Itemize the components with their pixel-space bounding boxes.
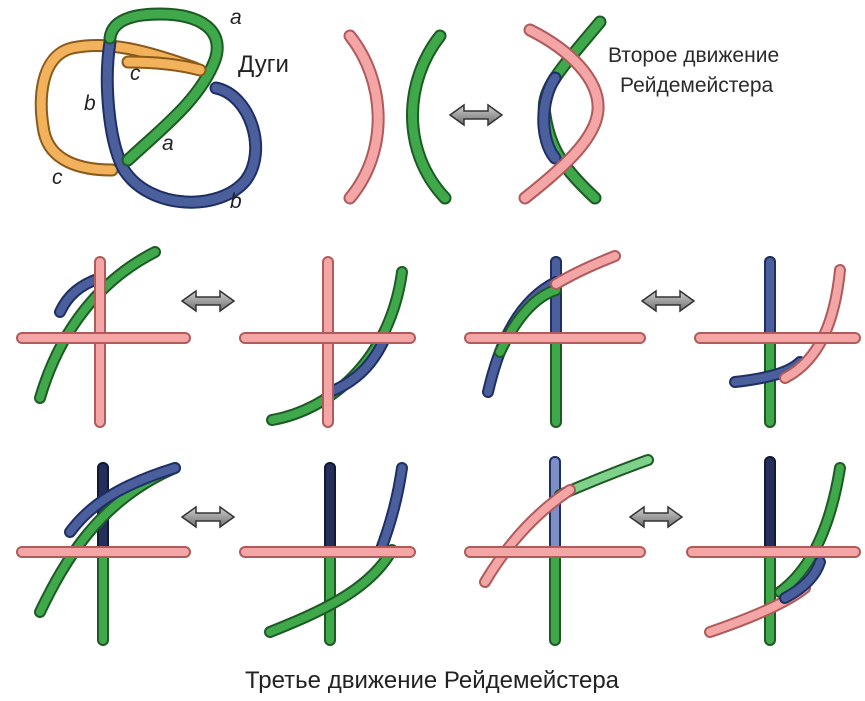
label-arcs: Дуги — [238, 51, 289, 78]
label-b-left: b — [84, 92, 96, 115]
double-arrow-icon — [640, 289, 696, 313]
double-arrow-icon — [448, 103, 504, 127]
second-move-after — [518, 15, 607, 205]
strand-green — [408, 31, 450, 203]
second-move-title-line1: Второе движение — [608, 44, 779, 67]
third-move-panel-4 — [694, 256, 861, 428]
label-a-inner: a — [162, 132, 174, 155]
trefoil-knot: a c b a c b Дуги — [34, 6, 289, 213]
double-arrow-icon — [180, 289, 236, 313]
third-move-panel-8 — [686, 456, 861, 646]
third-move-panel-6 — [239, 462, 416, 646]
third-move-panel-1 — [16, 246, 191, 428]
second-move-title-line2: Рейдемейстера — [620, 74, 774, 97]
second-move-before — [343, 29, 452, 205]
double-arrow-icon — [628, 505, 684, 529]
label-c-outer: c — [52, 166, 63, 189]
double-arrows — [180, 103, 696, 529]
label-a-top: a — [230, 6, 242, 29]
third-move-panel-5 — [16, 462, 191, 646]
third-move-panel-2 — [239, 256, 416, 428]
third-move-panel-3 — [464, 250, 646, 428]
label-c-inner: c — [130, 62, 141, 85]
third-move-caption: Третье движение Рейдемейстера — [245, 667, 620, 694]
double-arrow-icon — [180, 505, 236, 529]
label-b-bottom: b — [230, 190, 242, 213]
strand-pink — [345, 31, 383, 203]
third-move-panel-7 — [464, 454, 654, 646]
